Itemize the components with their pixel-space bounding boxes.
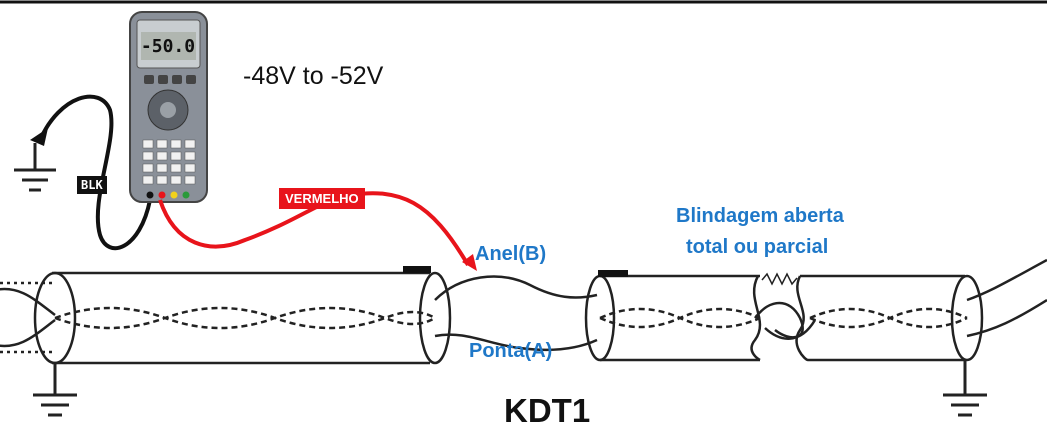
red-lead-label: VERMELHO bbox=[279, 188, 365, 209]
exposed-pair bbox=[434, 275, 598, 352]
cable-section-left bbox=[0, 266, 452, 365]
black-lead-wire bbox=[38, 94, 152, 251]
multimeter: -50.0 bbox=[129, 11, 208, 203]
tip-conductor-label: Ponta(A) bbox=[469, 340, 553, 362]
ground-icon-left bbox=[33, 362, 77, 417]
ground-icon-top bbox=[14, 143, 56, 192]
voltage-range-label: -48V to -52V bbox=[243, 62, 384, 90]
cable-section-middle bbox=[584, 270, 762, 362]
red-lead-wire bbox=[158, 191, 470, 267]
diagram-caption: KDT1 bbox=[504, 392, 591, 429]
ground-icon-right bbox=[943, 360, 987, 417]
shield-break bbox=[754, 272, 817, 340]
cable-section-right bbox=[795, 258, 1047, 362]
resistor-symbol bbox=[761, 272, 798, 286]
shield-fault-label-line1: Blindagem aberta bbox=[676, 205, 844, 227]
black-lead-label: BLK bbox=[77, 176, 107, 194]
ring-conductor-label: Anel(B) bbox=[475, 243, 547, 265]
meter-reading: -50.0 bbox=[141, 36, 195, 57]
shield-fault-label-line2: total ou parcial bbox=[686, 236, 829, 258]
